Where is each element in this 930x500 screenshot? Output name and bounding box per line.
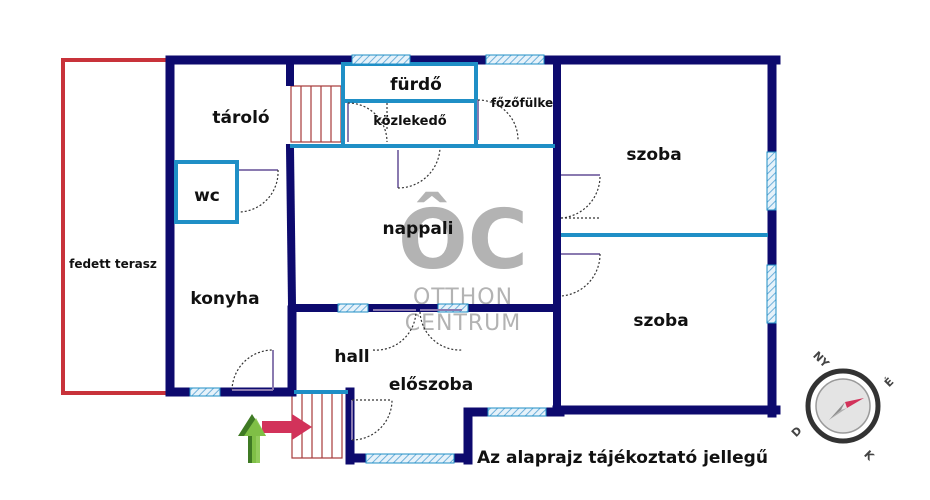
room-label-fozofulke: főzőfülke [491, 96, 553, 110]
compass-label-ny: NY [810, 349, 832, 371]
disclaimer-text: Az alaprajz tájékoztató jellegű [477, 448, 768, 468]
compass-needle-red-icon [845, 398, 864, 408]
room-label-fedett-terasz: fedett terasz [69, 257, 157, 271]
room-label-nappali: nappali [382, 219, 453, 239]
room-label-furdo: fürdő [390, 75, 442, 95]
doors [231, 99, 601, 441]
partition-walls [174, 62, 768, 394]
compass-label-e: É [882, 375, 897, 390]
room-label-konyha: konyha [190, 289, 259, 309]
compass-label-d: D [789, 424, 805, 440]
room-label-eloszoba: előszoba [389, 375, 473, 395]
room-label-kozlekedo: közlekedő [373, 114, 446, 129]
watermark-centrum: CENTRUM [405, 311, 522, 336]
watermark: ÔC OTTHON CENTRUM [398, 191, 528, 336]
windows [189, 54, 777, 464]
stairs-top [290, 85, 342, 143]
watermark-logo: ÔC [398, 191, 528, 288]
entrance-arrow [238, 414, 312, 463]
interior-walls [285, 56, 561, 414]
room-label-szoba-bottom: szoba [633, 311, 688, 331]
room-label-wc: wc [194, 186, 220, 206]
compass: NY É D K [789, 349, 897, 464]
room-label-szoba-top: szoba [626, 145, 681, 165]
compass-label-k: K [861, 448, 877, 464]
room-label-tarolo: tároló [212, 108, 269, 128]
room-label-hall: hall [334, 347, 369, 367]
terrace-outline [61, 58, 168, 395]
compass-needle-gray-icon [829, 402, 845, 420]
